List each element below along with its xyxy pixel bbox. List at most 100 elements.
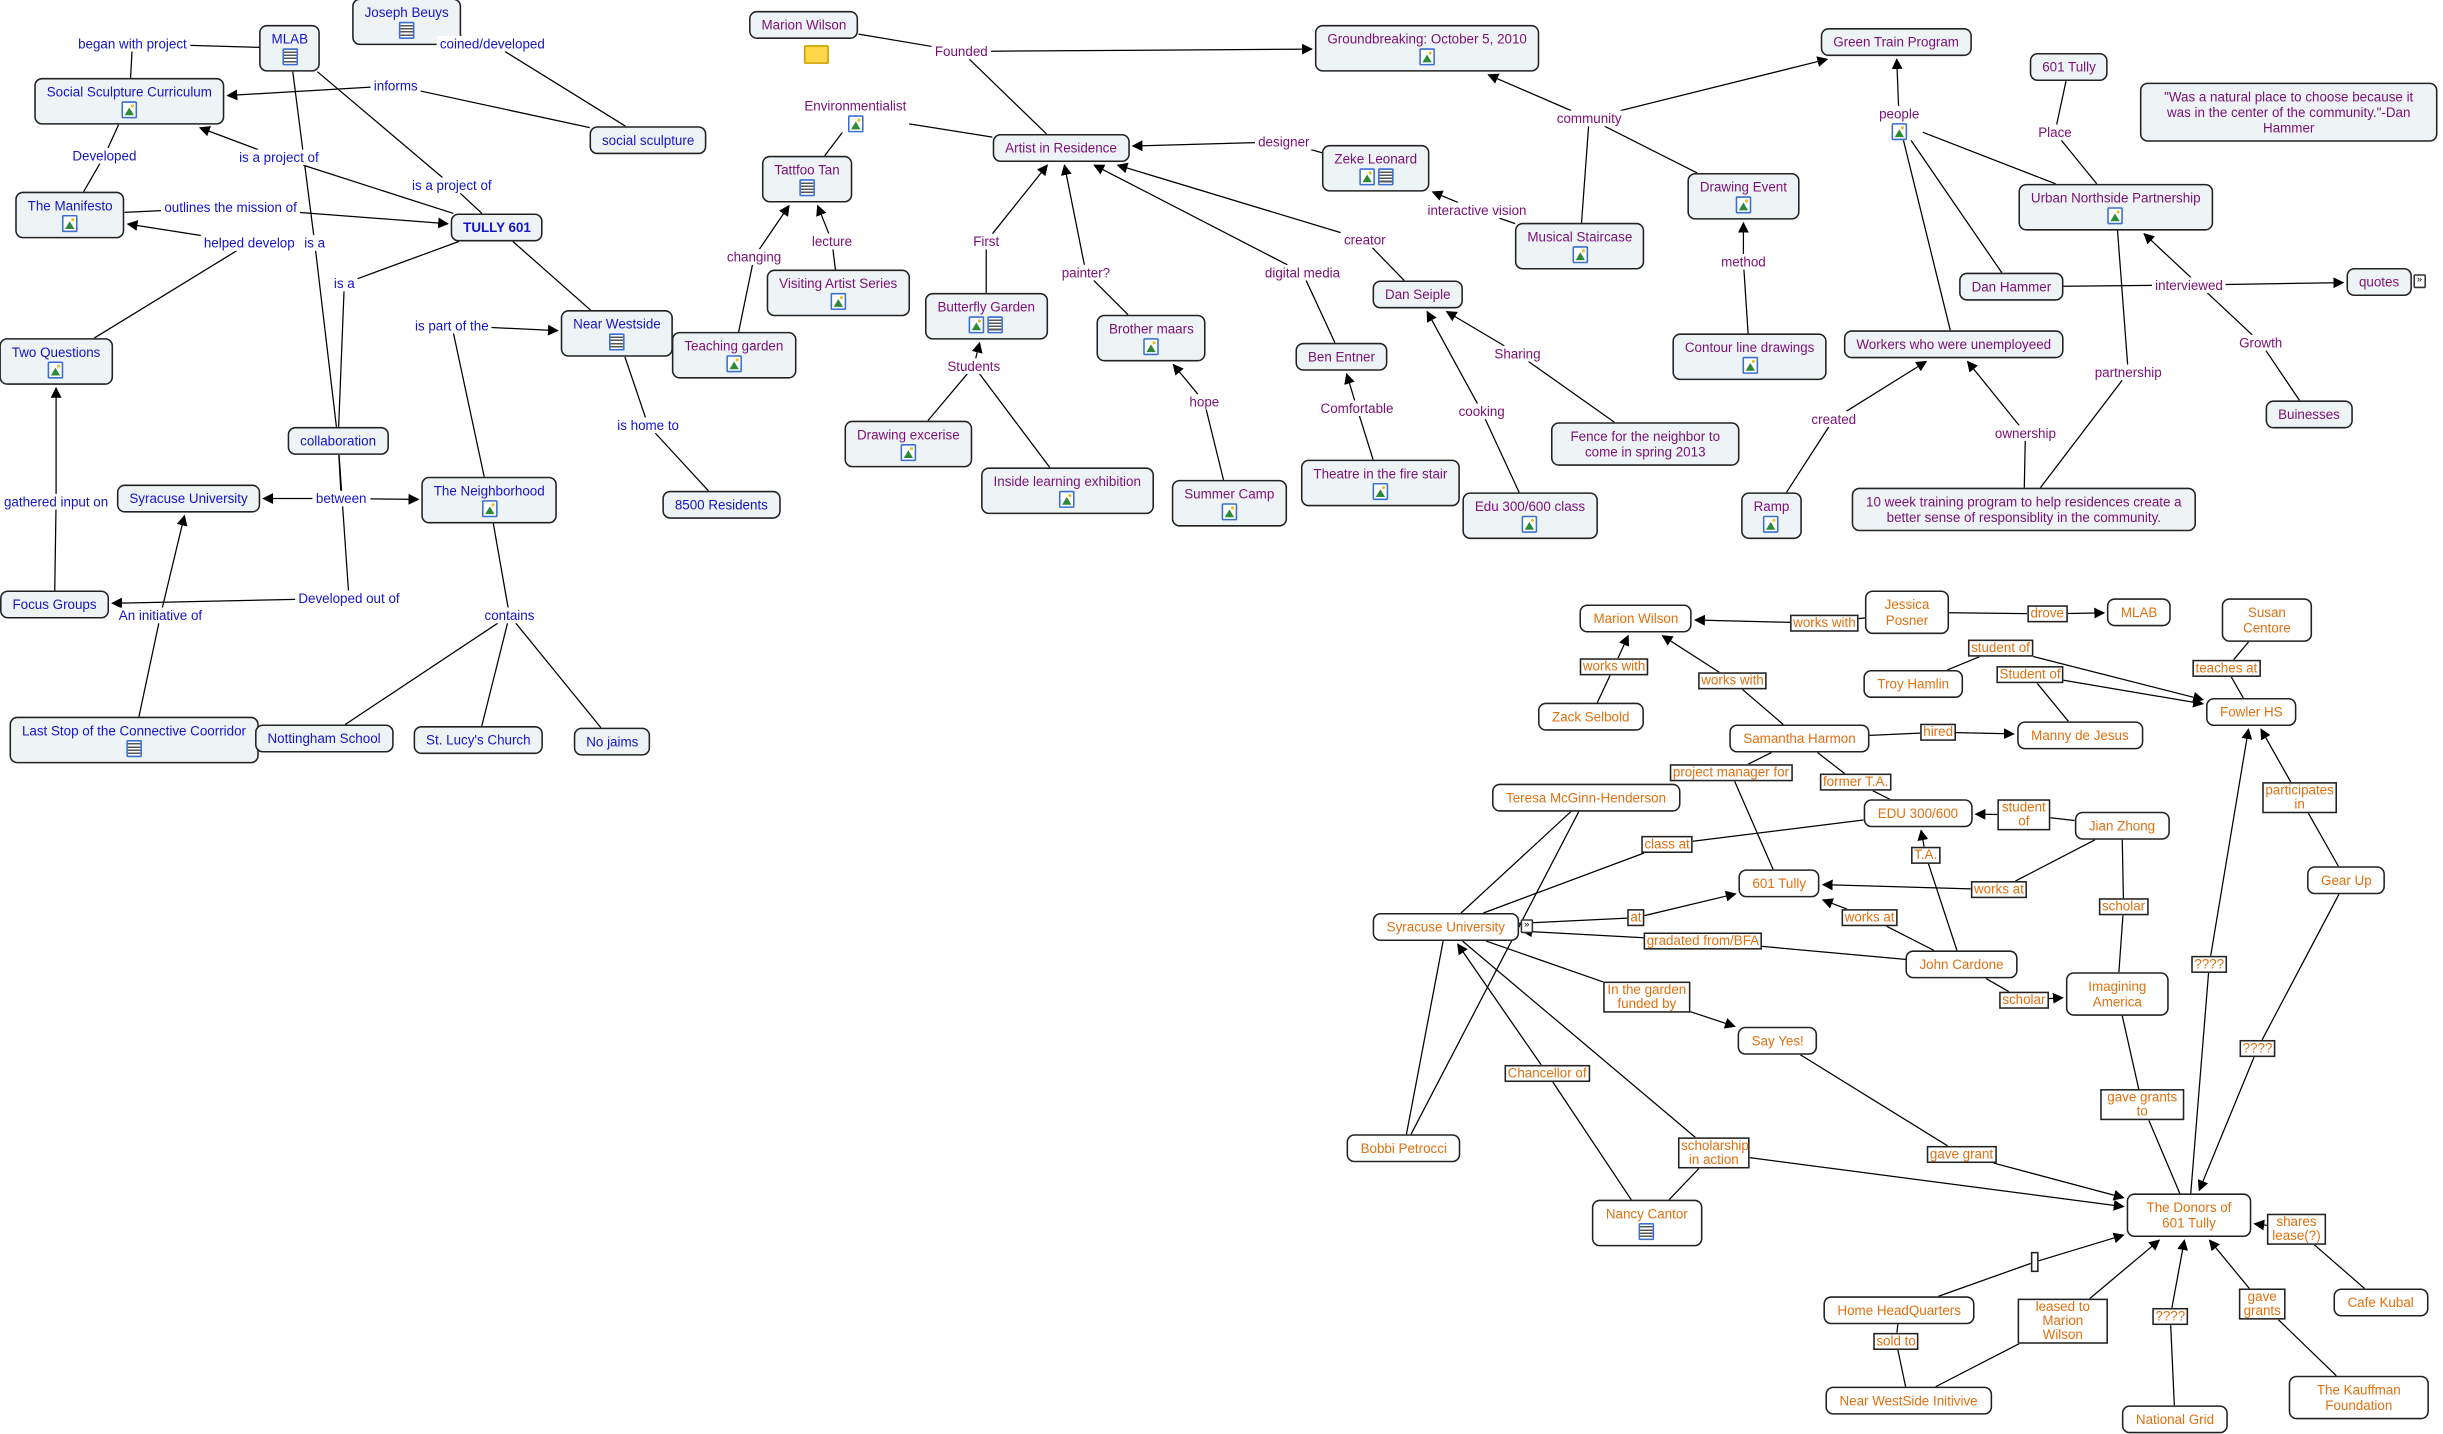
link-phrase-scholarship-in-action[interactable]: scholarship in action [1677,1137,1750,1169]
concept-theatre-in-the-fire-stair[interactable]: Theatre in the fire stair [1300,459,1460,507]
image-icon[interactable] [1221,503,1238,521]
concept-joseph-beuys[interactable]: Joseph Beuys [352,0,462,46]
image-icon[interactable] [1358,168,1375,186]
concept-cafe-kubal[interactable]: Cafe Kubal [2333,1288,2428,1317]
link-phrase-chancellor-of[interactable]: Chancellor of [1504,1064,1590,1083]
image-icon[interactable] [1741,356,1758,374]
concept-gear-up[interactable]: Gear Up [2307,866,2386,895]
concept-ben-entner[interactable]: Ben Entner [1295,342,1388,371]
link-phrase-gave-grants[interactable]: gave grants [2238,1288,2286,1320]
link-phrase-developed-out-of[interactable]: Developed out of [295,590,403,607]
concept-inside-learning-exhibition[interactable]: Inside learning exhibition [981,467,1154,515]
concept-contour-line-drawings[interactable]: Contour line drawings [1672,333,1827,381]
link-phrase-sold-to[interactable]: sold to [1873,1332,1919,1351]
concept-drawing-event[interactable]: Drawing Event [1687,172,1800,220]
image-icon[interactable] [1522,515,1538,533]
note-icon[interactable] [803,45,829,64]
link-phrase-lecture[interactable]: lecture [808,233,856,250]
concept-social-sculpture-curriculum[interactable]: Social Sculpture Curriculum [34,77,225,125]
link-phrase-works-with[interactable]: works with [1790,614,1859,632]
link-phrase-shares-lease[interactable]: shares lease(?) [2266,1213,2327,1245]
image-icon[interactable] [1059,490,1076,508]
concept-fence-for-the-neighbor-to-come-in-spring-2013[interactable]: Fence for the neighbor to come in spring… [1550,422,1740,466]
concept-fowler-hs[interactable]: Fowler HS [2206,697,2297,727]
expand-icon[interactable]: » [1520,919,1534,934]
link-phrase-people[interactable]: people [1875,105,1923,141]
link-phrase-is-home-to[interactable]: is home to [614,417,683,434]
concept-visiting-artist-series[interactable]: Visiting Artist Series [766,269,910,317]
concept-brother-maars[interactable]: Brother maars [1096,314,1207,362]
image-icon[interactable] [62,215,78,233]
concept-social-sculpture[interactable]: social sculpture [589,126,707,155]
link-phrase-teaches-at[interactable]: teaches at [2192,659,2261,677]
image-icon[interactable] [1763,515,1780,533]
document-icon[interactable] [799,179,815,197]
document-icon[interactable] [281,48,298,66]
link-phrase-partnership[interactable]: partnership [2091,364,2165,381]
expand-icon[interactable]: » [2413,274,2426,289]
concept-buinesses[interactable]: Buinesses [2265,400,2353,429]
image-icon[interactable] [900,444,917,462]
concept-two-questions[interactable]: Two Questions [0,338,113,385]
concept-mlab[interactable]: MLAB [2106,598,2172,627]
link-phrase-is-a-project-of[interactable]: is a project of [408,177,495,194]
concept-urban-northside-partnership[interactable]: Urban Northside Partnership [2018,183,2214,231]
document-icon[interactable] [1639,1223,1655,1241]
link-phrase-designer[interactable]: designer [1254,133,1313,150]
link-phrase-changing[interactable]: changing [723,249,785,265]
concept-st-lucy-s-church[interactable]: St. Lucy's Church [413,726,544,755]
link-phrase-coined-developed[interactable]: coined/developed [436,35,548,52]
link-phrase-works-with[interactable]: works with [1698,672,1767,690]
concept-drawing-excerise[interactable]: Drawing excerise [844,420,973,468]
link-phrase-project-manager-for[interactable]: project manager for [1669,764,1793,782]
concept-manny-de-jesus[interactable]: Manny de Jesus [2017,721,2143,750]
concept-8500-residents[interactable]: 8500 Residents [662,490,781,519]
concept-nottingham-school[interactable]: Nottingham School [255,724,394,753]
link-phrase-t-a[interactable]: T.A. [1911,846,1941,864]
link-phrase-works-with[interactable]: works with [1579,658,1649,676]
link-phrase-is-a[interactable]: is a [330,275,358,292]
concept-last-stop-of-the-connective-coorridor[interactable]: Last Stop of the Connective Coorridor [9,716,259,764]
concept-syracuse-university[interactable]: Syracuse University [116,484,261,513]
concept-susan-centore[interactable]: Susan Centore [2221,598,2313,642]
image-icon[interactable] [121,101,138,119]
link-phrase-helped-develop[interactable]: helped develop [200,235,298,251]
link-phrase-in-the-garden-funded-by[interactable]: In the garden funded by [1603,981,1691,1013]
document-icon[interactable] [987,316,1004,334]
link-phrase-developed[interactable]: Developed [69,148,140,164]
link-phrase-participates-in[interactable]: participates in [2262,782,2337,814]
concept-marion-wilson[interactable]: Marion Wilson [749,10,859,39]
link-phrase-student-of[interactable]: student of [1967,639,2033,657]
image-icon[interactable] [2107,207,2124,225]
image-icon[interactable] [48,361,64,379]
link-phrase-hired[interactable]: hired [1920,723,1957,741]
link-phrase-scholar[interactable]: scholar [1999,991,2049,1009]
link-phrase-began-with-project[interactable]: began with project [74,35,190,52]
concept-ramp[interactable]: Ramp [1741,492,1802,540]
concept-zeke-leonard[interactable]: Zeke Leonard [1321,144,1430,192]
link-phrase-first[interactable]: First [970,233,1003,250]
concept-601-tully[interactable]: 601 Tully [2029,52,2109,82]
concept-the-manifesto[interactable]: The Manifesto [15,191,126,239]
link-phrase-comfortable[interactable]: Comfortable [1317,400,1397,416]
concept-butterfly-garden[interactable]: Butterfly Garden [925,292,1048,340]
concept-dan-seiple[interactable]: Dan Seiple [1372,280,1463,309]
concept-groundbreaking-october-5-2010[interactable]: Groundbreaking: October 5, 2010 [1314,24,1540,72]
concept-quotes[interactable]: quotes» [2346,267,2426,297]
link-phrase-gradated-from-bfa[interactable]: gradated from/BFA [1643,932,1763,950]
concept-jessica-posner[interactable]: Jessica Posner [1864,590,1950,635]
link-phrase-creator[interactable]: creator [1340,232,1389,248]
image-icon[interactable] [847,115,864,133]
image-icon[interactable] [1419,48,1435,66]
link-phrase-environmentialist[interactable]: Environmentialist [801,98,910,133]
concept-john-cardone[interactable]: John Cardone [1905,950,2018,979]
concept-collaboration[interactable]: collaboration [287,426,389,455]
link-phrase-drove[interactable]: drove [2027,605,2068,623]
concept-nancy-cantor[interactable]: Nancy Cantor [1591,1199,1702,1247]
link-phrase-is-a-project-of[interactable]: is a project of [235,149,322,166]
link-phrase-growth[interactable]: Growth [2235,334,2286,351]
concept-tully-601[interactable]: TULLY 601 [450,213,544,242]
concept-musical-staircase[interactable]: Musical Staircase [1514,222,1645,270]
concept-national-grid[interactable]: National Grid [2121,1405,2229,1434]
link-phrase-interviewed[interactable]: interviewed [2152,277,2226,293]
